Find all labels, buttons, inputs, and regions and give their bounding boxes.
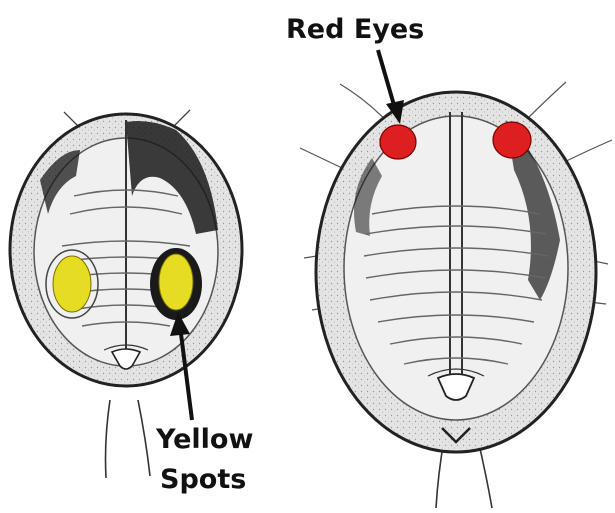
- red-eye-right: [493, 122, 531, 158]
- left-nymph: [10, 110, 242, 478]
- yellow-spot-left: [53, 256, 91, 312]
- right-nymph: [300, 82, 612, 508]
- red-eyes-label: Red Eyes: [286, 14, 424, 45]
- yellow-spots-label-line1: Yellow: [155, 424, 253, 455]
- yellow-spot-right: [159, 254, 193, 310]
- yellow-spots-label-line2: Spots: [160, 464, 246, 495]
- red-eye-left: [380, 125, 416, 159]
- left-tail-bristles: [106, 400, 151, 478]
